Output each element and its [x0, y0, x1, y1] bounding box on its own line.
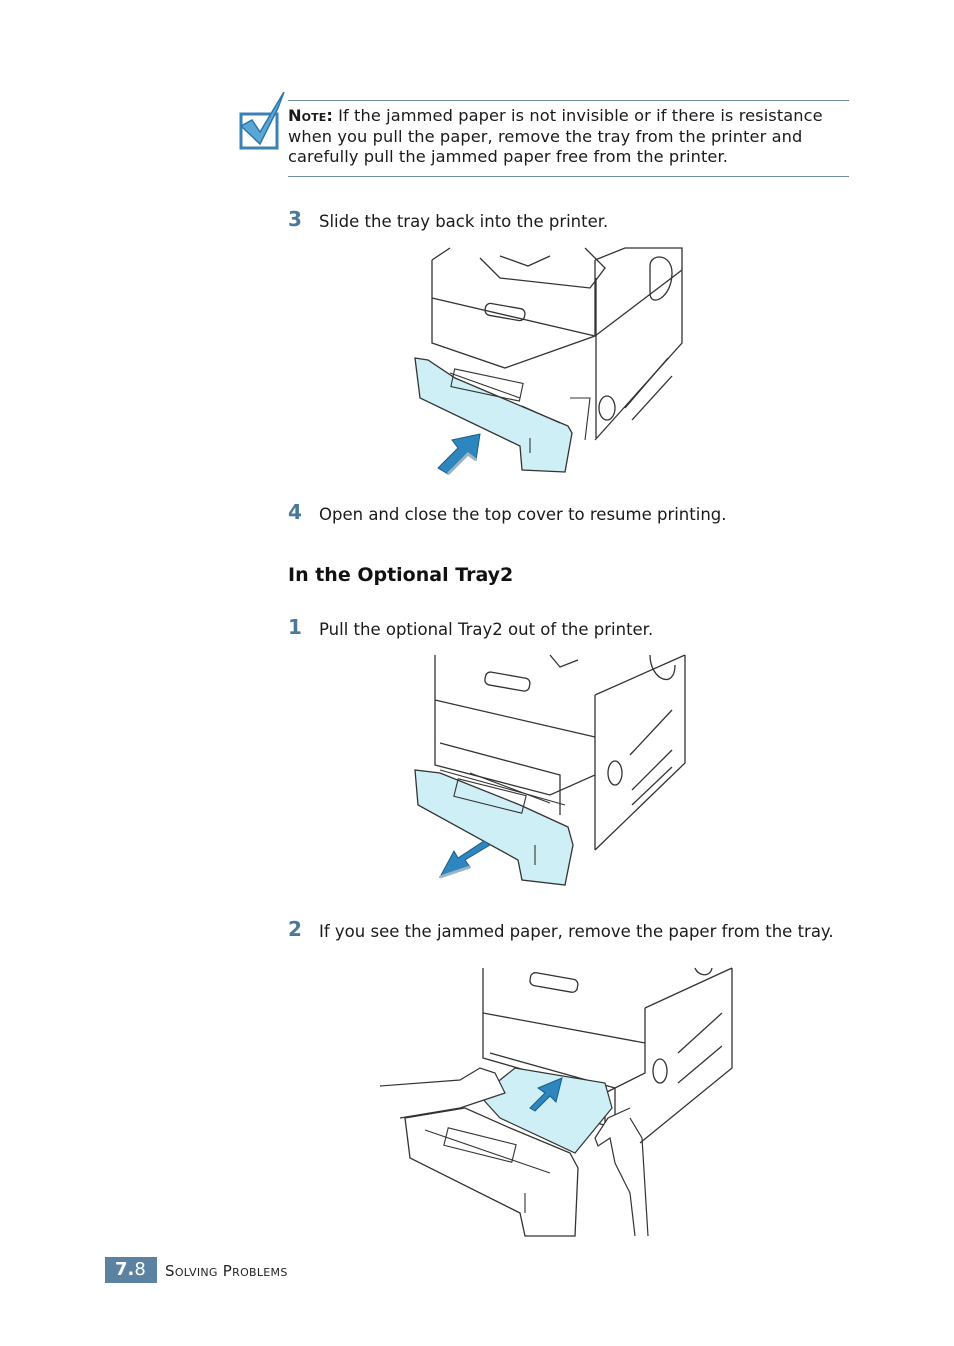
step-number: 4	[288, 500, 302, 524]
printer-tray-insert-illustration	[414, 247, 683, 476]
page-number: 8	[134, 1259, 146, 1280]
step-number: 3	[288, 207, 302, 231]
chapter-title: Solving Problems	[165, 1262, 288, 1280]
step-text: Open and close the top cover to resume p…	[319, 505, 727, 524]
checkmark-icon	[239, 91, 285, 150]
note-box: Note: If the jammed paper is not invisib…	[288, 106, 853, 168]
note-top-rule	[288, 100, 849, 101]
step-text: If you see the jammed paper, remove the …	[319, 922, 834, 941]
remove-jammed-paper-illustration	[379, 967, 733, 1237]
step-text: Slide the tray back into the printer.	[319, 212, 609, 231]
note-bottom-rule	[288, 176, 849, 177]
chapter-number: 7.	[115, 1259, 135, 1280]
section-heading: In the Optional Tray2	[288, 564, 514, 586]
optional-tray-pull-illustration	[414, 654, 686, 886]
step-text: Pull the optional Tray2 out of the print…	[319, 620, 654, 639]
step-number: 1	[288, 615, 302, 639]
note-label: Note:	[288, 106, 333, 125]
step-number: 2	[288, 917, 302, 941]
note-body: If the jammed paper is not invisible or …	[288, 106, 823, 166]
page-number-badge: 7.8	[105, 1257, 157, 1283]
